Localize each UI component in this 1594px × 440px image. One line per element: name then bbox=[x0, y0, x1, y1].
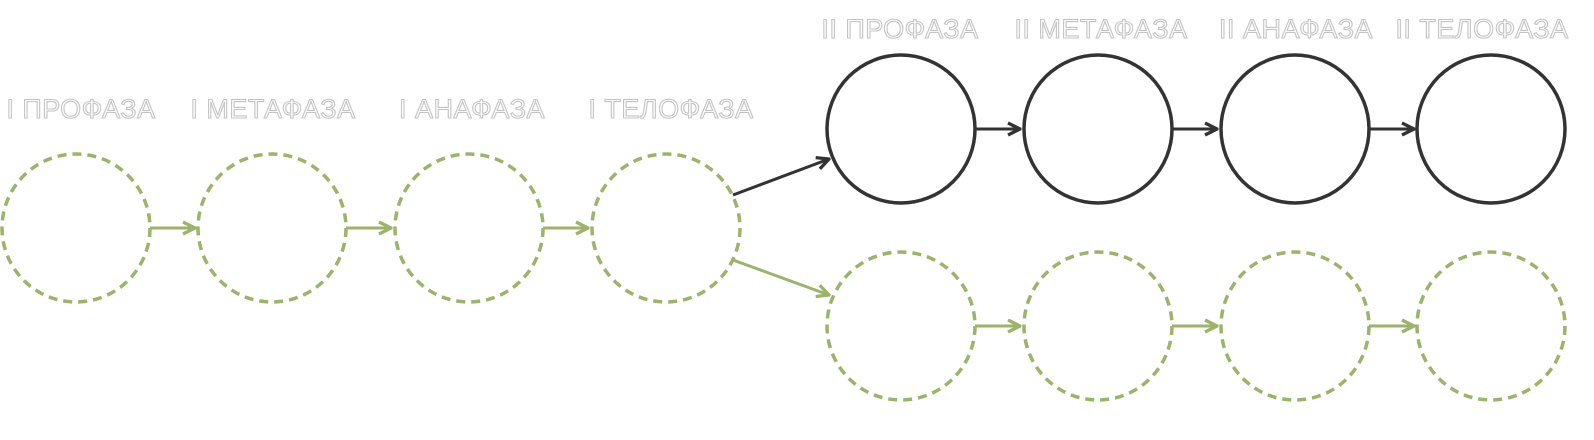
cell-prophase-2-upper bbox=[825, 53, 977, 205]
arrow-branch-upper bbox=[732, 159, 829, 197]
label-metaphase-2: II МЕТАФАЗА bbox=[1014, 14, 1187, 44]
label-anaphase-1: I АНАФАЗА bbox=[399, 94, 545, 124]
cell-telophase-2-upper bbox=[1415, 53, 1567, 205]
cell-anaphase-2-upper bbox=[1219, 53, 1371, 205]
cell-anaphase-1 bbox=[393, 152, 545, 304]
label-prophase-1: I ПРОФАЗА bbox=[6, 94, 155, 124]
cell-telophase-2-lower bbox=[1415, 250, 1567, 402]
label-telophase-1: I ТЕЛОФАЗА bbox=[588, 94, 753, 124]
cell-telophase-1 bbox=[590, 152, 742, 304]
label-telophase-2: II ТЕЛОФАЗА bbox=[1395, 14, 1568, 44]
arrow-branch-lower bbox=[732, 258, 829, 295]
cell-anaphase-2-lower bbox=[1219, 250, 1371, 402]
cell-prophase-2-lower bbox=[825, 250, 977, 402]
cell-metaphase-1 bbox=[196, 152, 348, 304]
label-metaphase-1: I МЕТАФАЗА bbox=[190, 94, 355, 124]
label-prophase-2: II ПРОФАЗА bbox=[821, 14, 978, 44]
cell-prophase-1 bbox=[0, 152, 152, 304]
label-anaphase-2: II АНАФАЗА bbox=[1219, 14, 1373, 44]
cell-metaphase-2-upper bbox=[1022, 53, 1174, 205]
cell-metaphase-2-lower bbox=[1022, 250, 1174, 402]
